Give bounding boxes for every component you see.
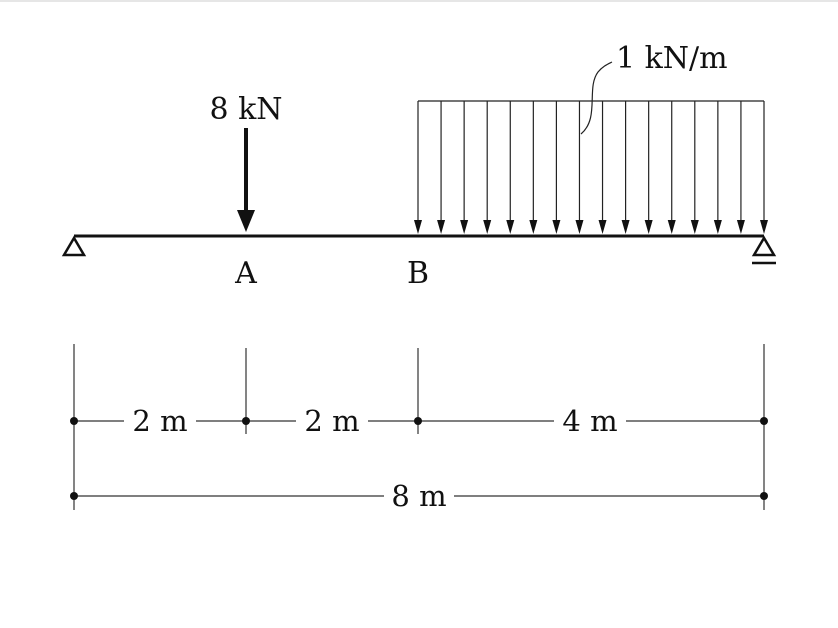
udl-arrowhead: [437, 220, 446, 234]
udl-arrowhead: [760, 220, 768, 234]
point-a-label: A: [234, 256, 257, 291]
udl-arrowhead: [460, 220, 469, 234]
dim-dot: [760, 492, 768, 500]
udl-arrowhead: [483, 220, 492, 234]
udl-arrowhead: [575, 220, 584, 234]
dim-dot: [70, 417, 78, 425]
udl-arrowhead: [690, 220, 699, 234]
point-load-label: 8 kN: [209, 92, 282, 127]
udl-arrowhead: [736, 220, 745, 234]
dim-dot: [760, 417, 768, 425]
udl-arrowhead: [667, 220, 676, 234]
udl-arrowhead: [506, 220, 515, 234]
dim-label-seg2: 2 m: [304, 404, 359, 438]
dim-dot: [70, 492, 78, 500]
point-load-arrowhead: [237, 210, 255, 232]
dim-dot: [414, 417, 422, 425]
udl-arrowhead: [598, 220, 607, 234]
udl-arrowhead: [713, 220, 722, 234]
dim-label-seg3: 4 m: [562, 404, 617, 438]
udl-leader-line: [580, 61, 613, 135]
roller-support-triangle: [751, 235, 777, 257]
udl-arrowhead: [621, 220, 630, 234]
point-b-label: B: [407, 256, 429, 291]
dimension-row-total-dots: [70, 492, 768, 500]
distributed-load: [414, 100, 768, 234]
dim-dot: [242, 417, 250, 425]
udl-arrowhead: [529, 220, 538, 234]
udl-arrowhead: [644, 220, 653, 234]
udl-arrowhead: [552, 220, 561, 234]
udl-arrows: [414, 101, 768, 234]
pin-support-left: [61, 235, 87, 257]
pin-support-triangle: [61, 235, 87, 257]
dim-label-total: 8 m: [391, 479, 446, 513]
roller-support-right: [751, 235, 777, 265]
udl-arrowhead: [414, 220, 422, 234]
dim-label-seg1: 2 m: [132, 404, 187, 438]
point-load: [237, 128, 255, 232]
udl-label: 1 kN/m: [616, 41, 728, 76]
dimension-row-segments-dots: [70, 417, 768, 425]
